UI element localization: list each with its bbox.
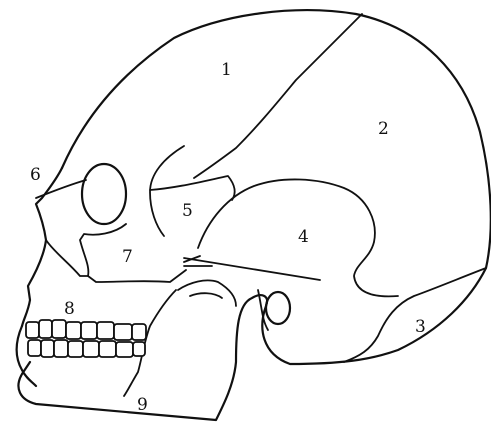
lower-tooth bbox=[99, 341, 116, 357]
upper-tooth bbox=[97, 322, 114, 339]
lambdoid-suture bbox=[344, 268, 486, 362]
lower-tooth bbox=[41, 340, 54, 357]
lower-tooth bbox=[68, 341, 83, 357]
lower-tooth bbox=[28, 340, 41, 356]
zygomatic-boundary bbox=[80, 224, 186, 282]
upper-tooth bbox=[26, 322, 39, 338]
label-1: 1 bbox=[221, 60, 232, 80]
upper-tooth bbox=[132, 324, 146, 340]
sphenoparietal-suture bbox=[150, 176, 235, 200]
label-4: 4 bbox=[298, 227, 309, 247]
lower-tooth bbox=[54, 340, 68, 357]
zygomatic-arch bbox=[184, 256, 320, 280]
upper-tooth bbox=[66, 322, 81, 339]
sigmoid-notch bbox=[190, 293, 222, 298]
upper-tooth bbox=[114, 324, 132, 340]
label-6: 6 bbox=[30, 165, 41, 185]
label-2: 2 bbox=[378, 119, 389, 139]
eye-orbit bbox=[82, 164, 126, 224]
upper-tooth bbox=[52, 320, 66, 338]
label-7: 7 bbox=[122, 247, 133, 267]
lower-tooth bbox=[116, 342, 133, 357]
upper-tooth bbox=[81, 322, 97, 339]
lower-teeth bbox=[28, 340, 145, 357]
label-8: 8 bbox=[64, 299, 75, 319]
coronal-suture bbox=[194, 14, 362, 178]
nasal-suture bbox=[36, 180, 86, 198]
external-auditory-meatus bbox=[266, 292, 290, 324]
lower-tooth bbox=[133, 342, 145, 356]
label-9: 9 bbox=[137, 395, 148, 415]
upper-tooth bbox=[39, 320, 52, 338]
temporal-line bbox=[150, 146, 184, 236]
label-5: 5 bbox=[182, 201, 193, 221]
label-3: 3 bbox=[415, 317, 426, 337]
upper-teeth bbox=[26, 320, 146, 340]
lower-tooth bbox=[83, 341, 99, 357]
face-outline bbox=[22, 168, 62, 326]
